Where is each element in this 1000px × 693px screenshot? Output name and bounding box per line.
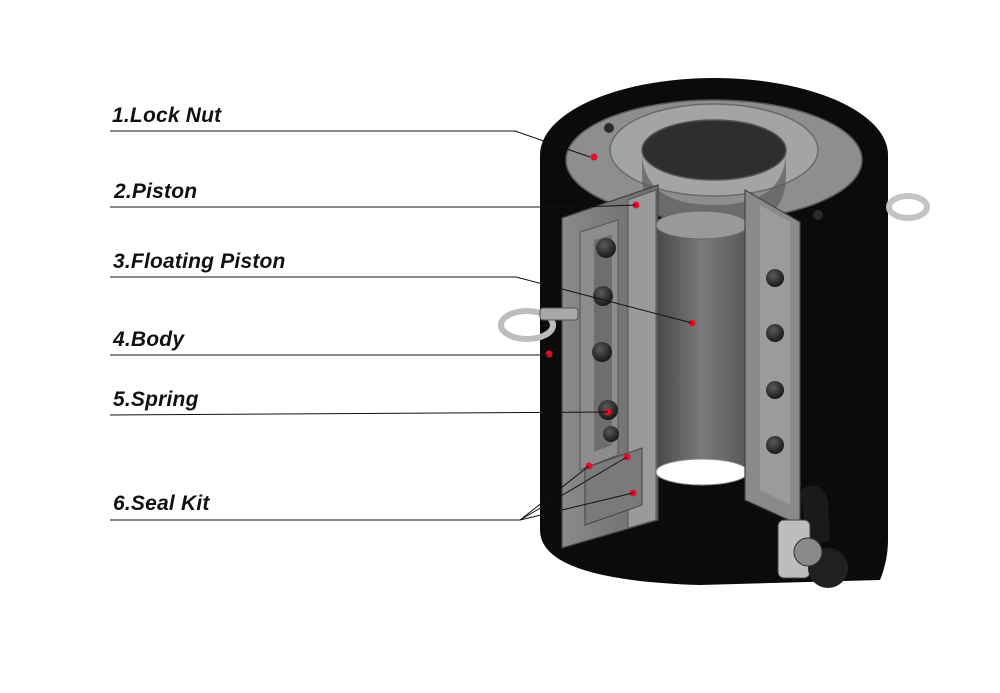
bolt-hole: [813, 210, 823, 220]
cutaway-right-section: [744, 188, 801, 526]
hydraulic-coupler: [777, 485, 848, 588]
leader-seal-branch-2: [519, 456, 628, 521]
label-body: 4.Body: [113, 328, 185, 351]
label-lock-nut: 1.Lock Nut: [112, 104, 222, 127]
central-bore: [655, 210, 749, 486]
cutaway-left-section: [561, 184, 659, 549]
leader-piston: [110, 204, 637, 208]
marker-body: [545, 350, 553, 358]
leader-lock-nut: [110, 130, 591, 158]
label-seal-kit: 6.Seal Kit: [113, 492, 210, 515]
leader-seal-branch-1: [519, 465, 590, 521]
leader-floating-piston: [110, 276, 693, 324]
lifting-eye-left: [498, 307, 579, 342]
leader-lines: [109, 130, 693, 521]
label-floating-piston: 3.Floating Piston: [113, 250, 286, 273]
lifting-eye-right: [886, 193, 930, 221]
marker-lock-nut: [590, 153, 598, 161]
label-spring: 5.Spring: [113, 388, 199, 411]
bolt-hole: [604, 123, 614, 133]
label-piston: 2.Piston: [114, 180, 198, 203]
leader-seal-branch-3: [519, 492, 634, 521]
leader-spring: [109, 411, 609, 416]
